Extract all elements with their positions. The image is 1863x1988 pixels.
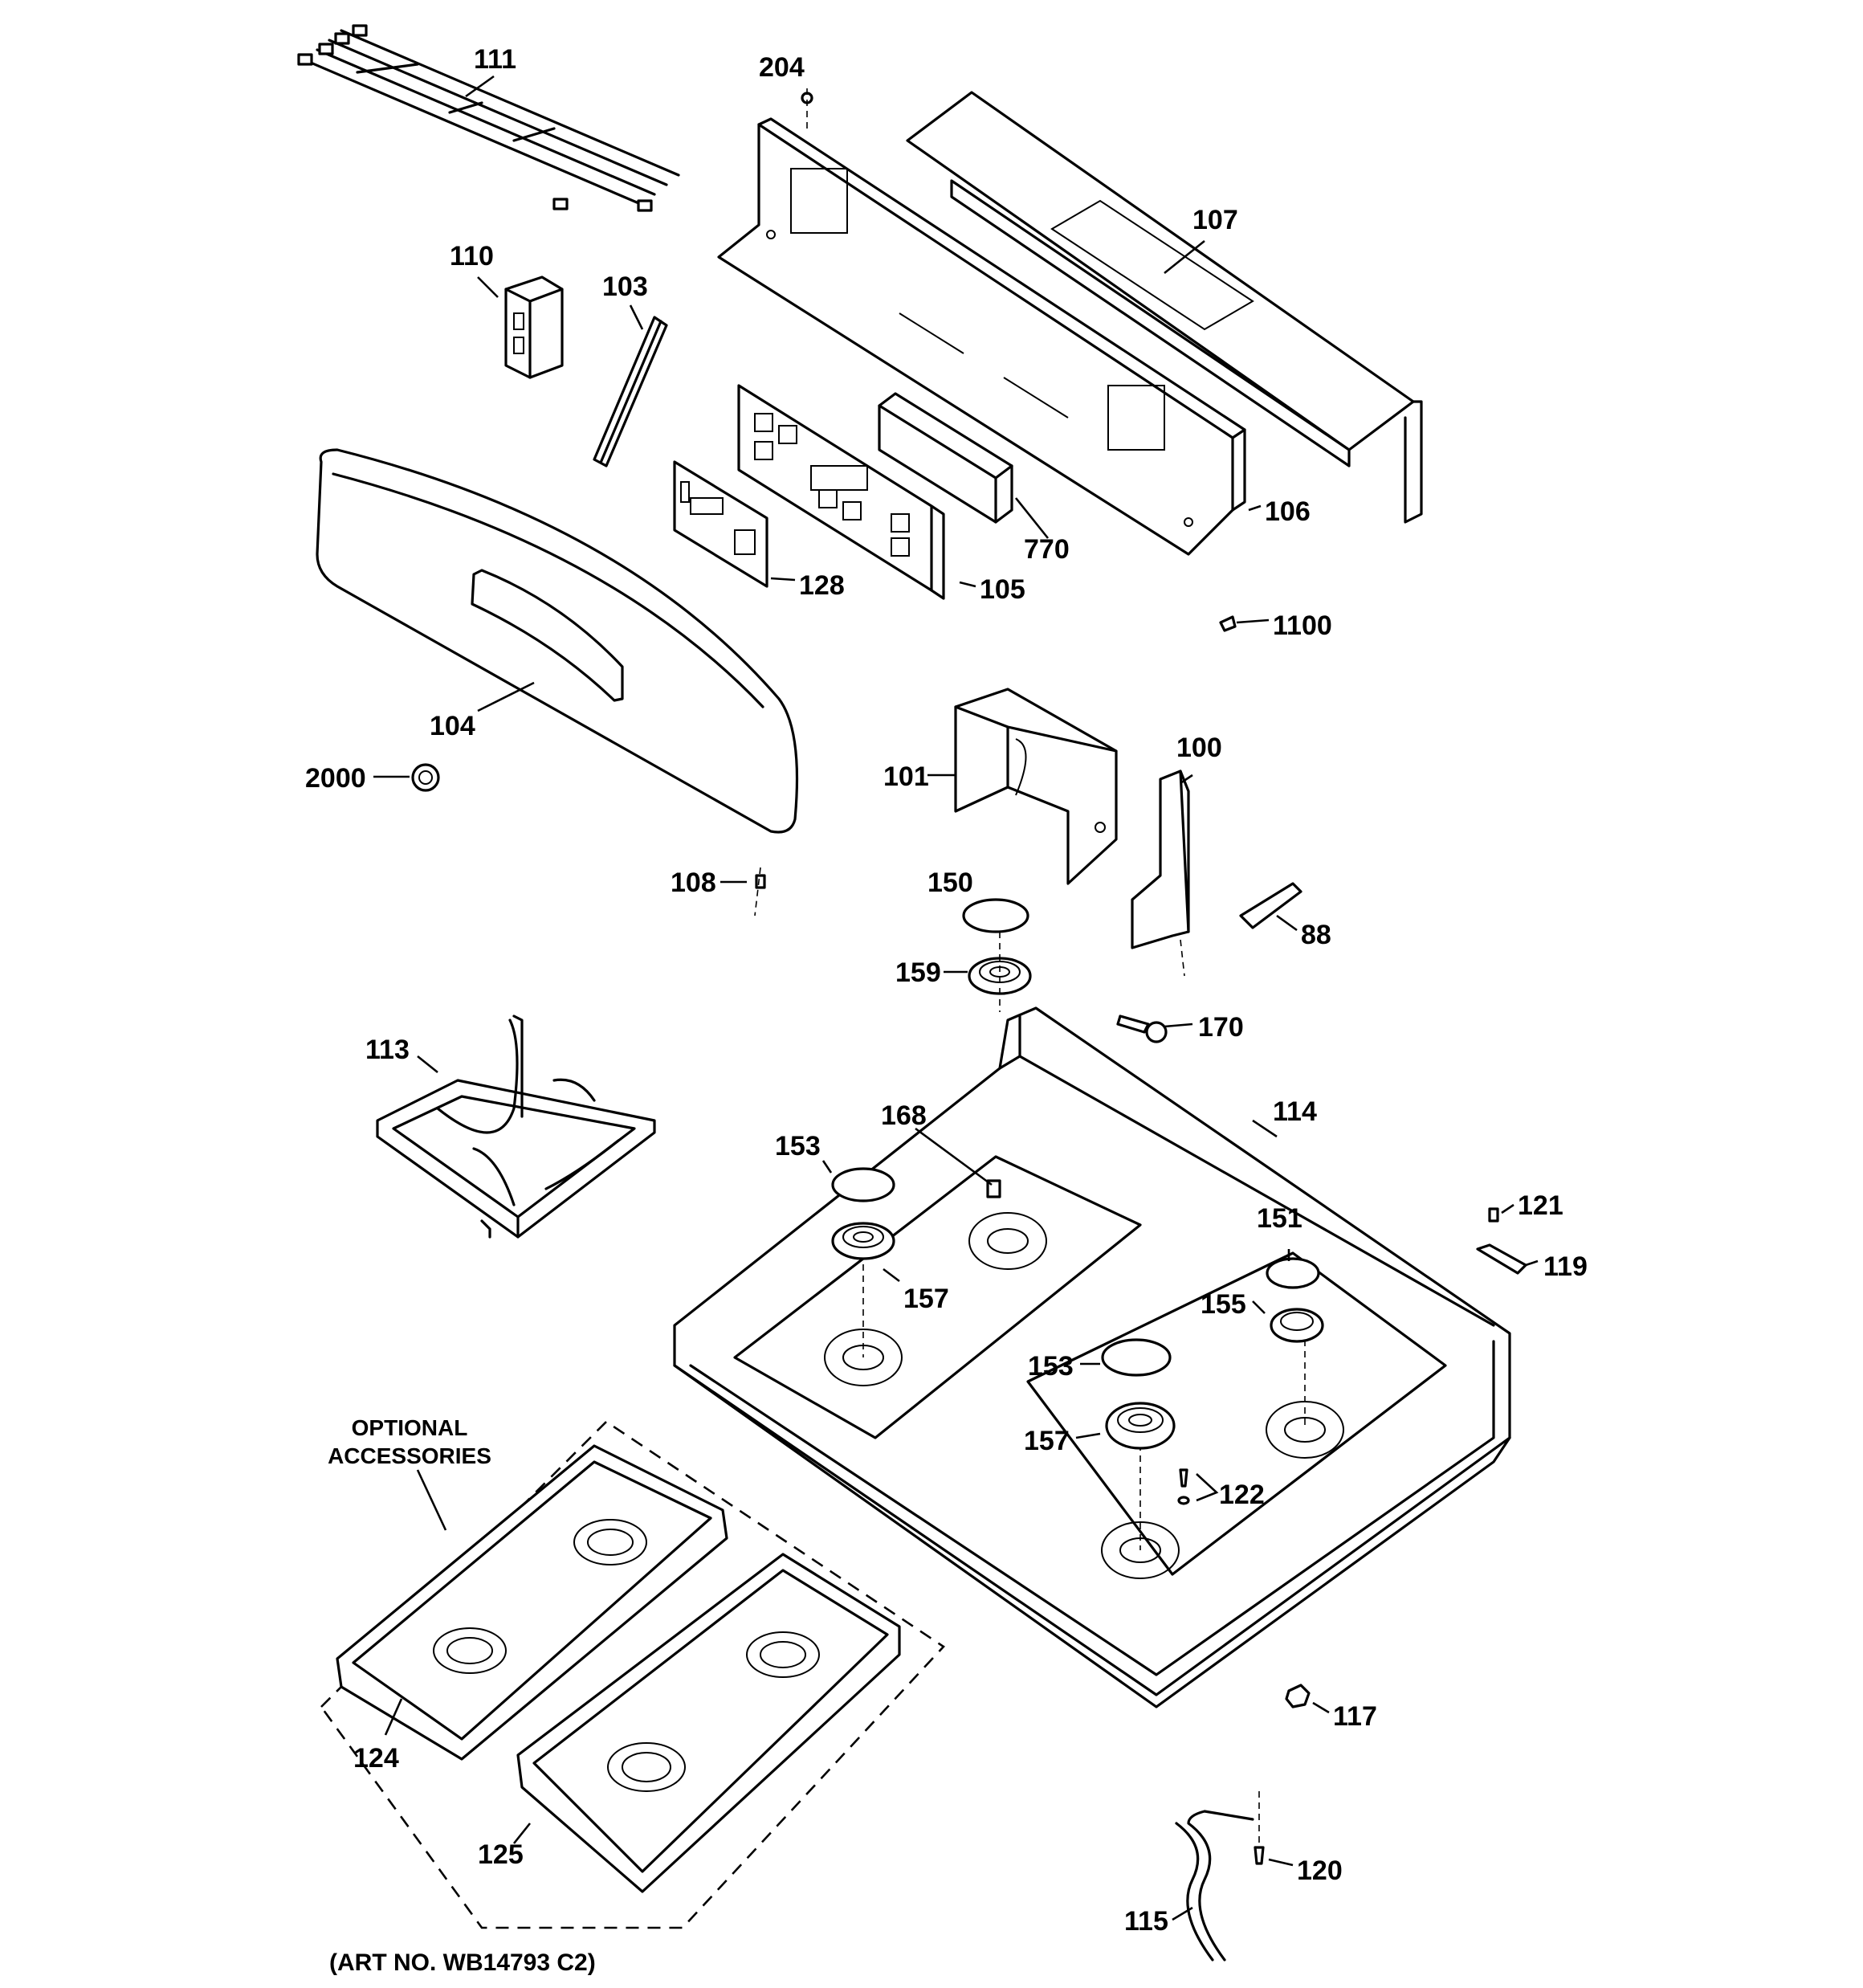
optional-accessories-label: OPTIONAL ACCESSORIES [328,1415,491,1468]
part-113-grate [376,1014,656,1239]
callout-151: 151 [1257,1203,1302,1234]
part-117-nut [1285,1684,1311,1708]
part-101-bracket [954,688,1118,885]
callout-111: 111 [474,44,516,75]
part-153-burner-cap-left [831,1167,895,1202]
callout-204: 204 [759,52,805,83]
svg-text:ACCESSORIES: ACCESSORIES [328,1443,491,1468]
part-119-bracket [1476,1243,1527,1275]
callout-150: 150 [927,867,973,898]
part-121-screw [1488,1207,1499,1223]
callout-157-front: 157 [1024,1426,1070,1456]
part-111-wire-harness [297,24,680,212]
part-157-burner-head-left [831,1222,895,1260]
callout-101: 101 [883,761,929,792]
part-1100-screw [1219,615,1237,632]
part-103-bracket [593,316,668,467]
callout-770: 770 [1024,534,1070,565]
callout-122: 122 [1219,1480,1265,1510]
callout-153-left: 153 [775,1131,821,1161]
part-128-overlay [673,460,768,588]
part-155-burner-head [1270,1308,1324,1343]
callout-119: 119 [1543,1251,1588,1282]
callout-153-front: 153 [1028,1351,1074,1382]
part-125-drip-pan [516,1553,901,1893]
callout-113: 113 [365,1035,410,1065]
part-105-control-board [737,384,945,600]
part-120-screw [1254,1791,1265,1865]
part-100-bracket [1131,769,1190,977]
callout-157-left: 157 [903,1284,949,1314]
callout-117: 117 [1333,1701,1377,1732]
callout-125: 125 [478,1839,524,1870]
callout-114: 114 [1273,1096,1317,1127]
callout-168: 168 [881,1100,927,1131]
callout-128: 128 [799,570,845,601]
part-106-backguard [717,117,1246,556]
art-number: (ART NO. WB14793 C2) [329,1949,596,1976]
callout-106: 106 [1265,496,1311,527]
callout-107: 107 [1192,205,1238,235]
callout-170: 170 [1198,1012,1244,1043]
callout-108: 108 [671,867,716,898]
optional-accessories-boundary [320,1420,945,1929]
callout-120: 120 [1297,1855,1343,1886]
callout-105: 105 [980,574,1025,605]
callout-155: 155 [1201,1289,1246,1320]
part-2000-cap [411,763,440,792]
part-107-rear-panel [906,91,1423,524]
part-770-bracket [878,392,1013,524]
callout-121: 121 [1518,1190,1563,1221]
part-157-burner-head-front [1105,1402,1176,1450]
part-204-screw [801,88,813,129]
part-122-screws [1177,1468,1190,1505]
part-170-screw [1116,1014,1168,1043]
callout-100: 100 [1176,733,1222,763]
callout-104: 104 [430,711,475,741]
part-159-burner-head [968,932,1032,1012]
part-108-screw [754,867,766,916]
part-88-clip [1239,882,1302,929]
part-104-control-panel [316,448,799,834]
part-151-burner-cap [1266,1257,1320,1289]
callout-2000: 2000 [305,763,366,794]
callout-159: 159 [895,957,941,988]
part-150-burner-cap [962,898,1029,933]
callout-115: 115 [1124,1906,1168,1937]
callout-110: 110 [450,241,494,271]
leader-lines [373,75,1539,1921]
part-110-module [504,276,564,379]
callout-124: 124 [353,1743,399,1774]
part-124-drip-pan [336,1444,728,1761]
callout-103: 103 [602,271,648,302]
callout-labels: 111 204 107 110 103 106 770 128 105 1100… [305,44,1588,1937]
callout-88: 88 [1301,920,1331,950]
svg-text:OPTIONAL: OPTIONAL [352,1415,468,1440]
part-153-burner-cap-front [1101,1338,1172,1377]
part-115-tube [1175,1810,1254,1961]
callout-1100: 1100 [1273,610,1332,641]
